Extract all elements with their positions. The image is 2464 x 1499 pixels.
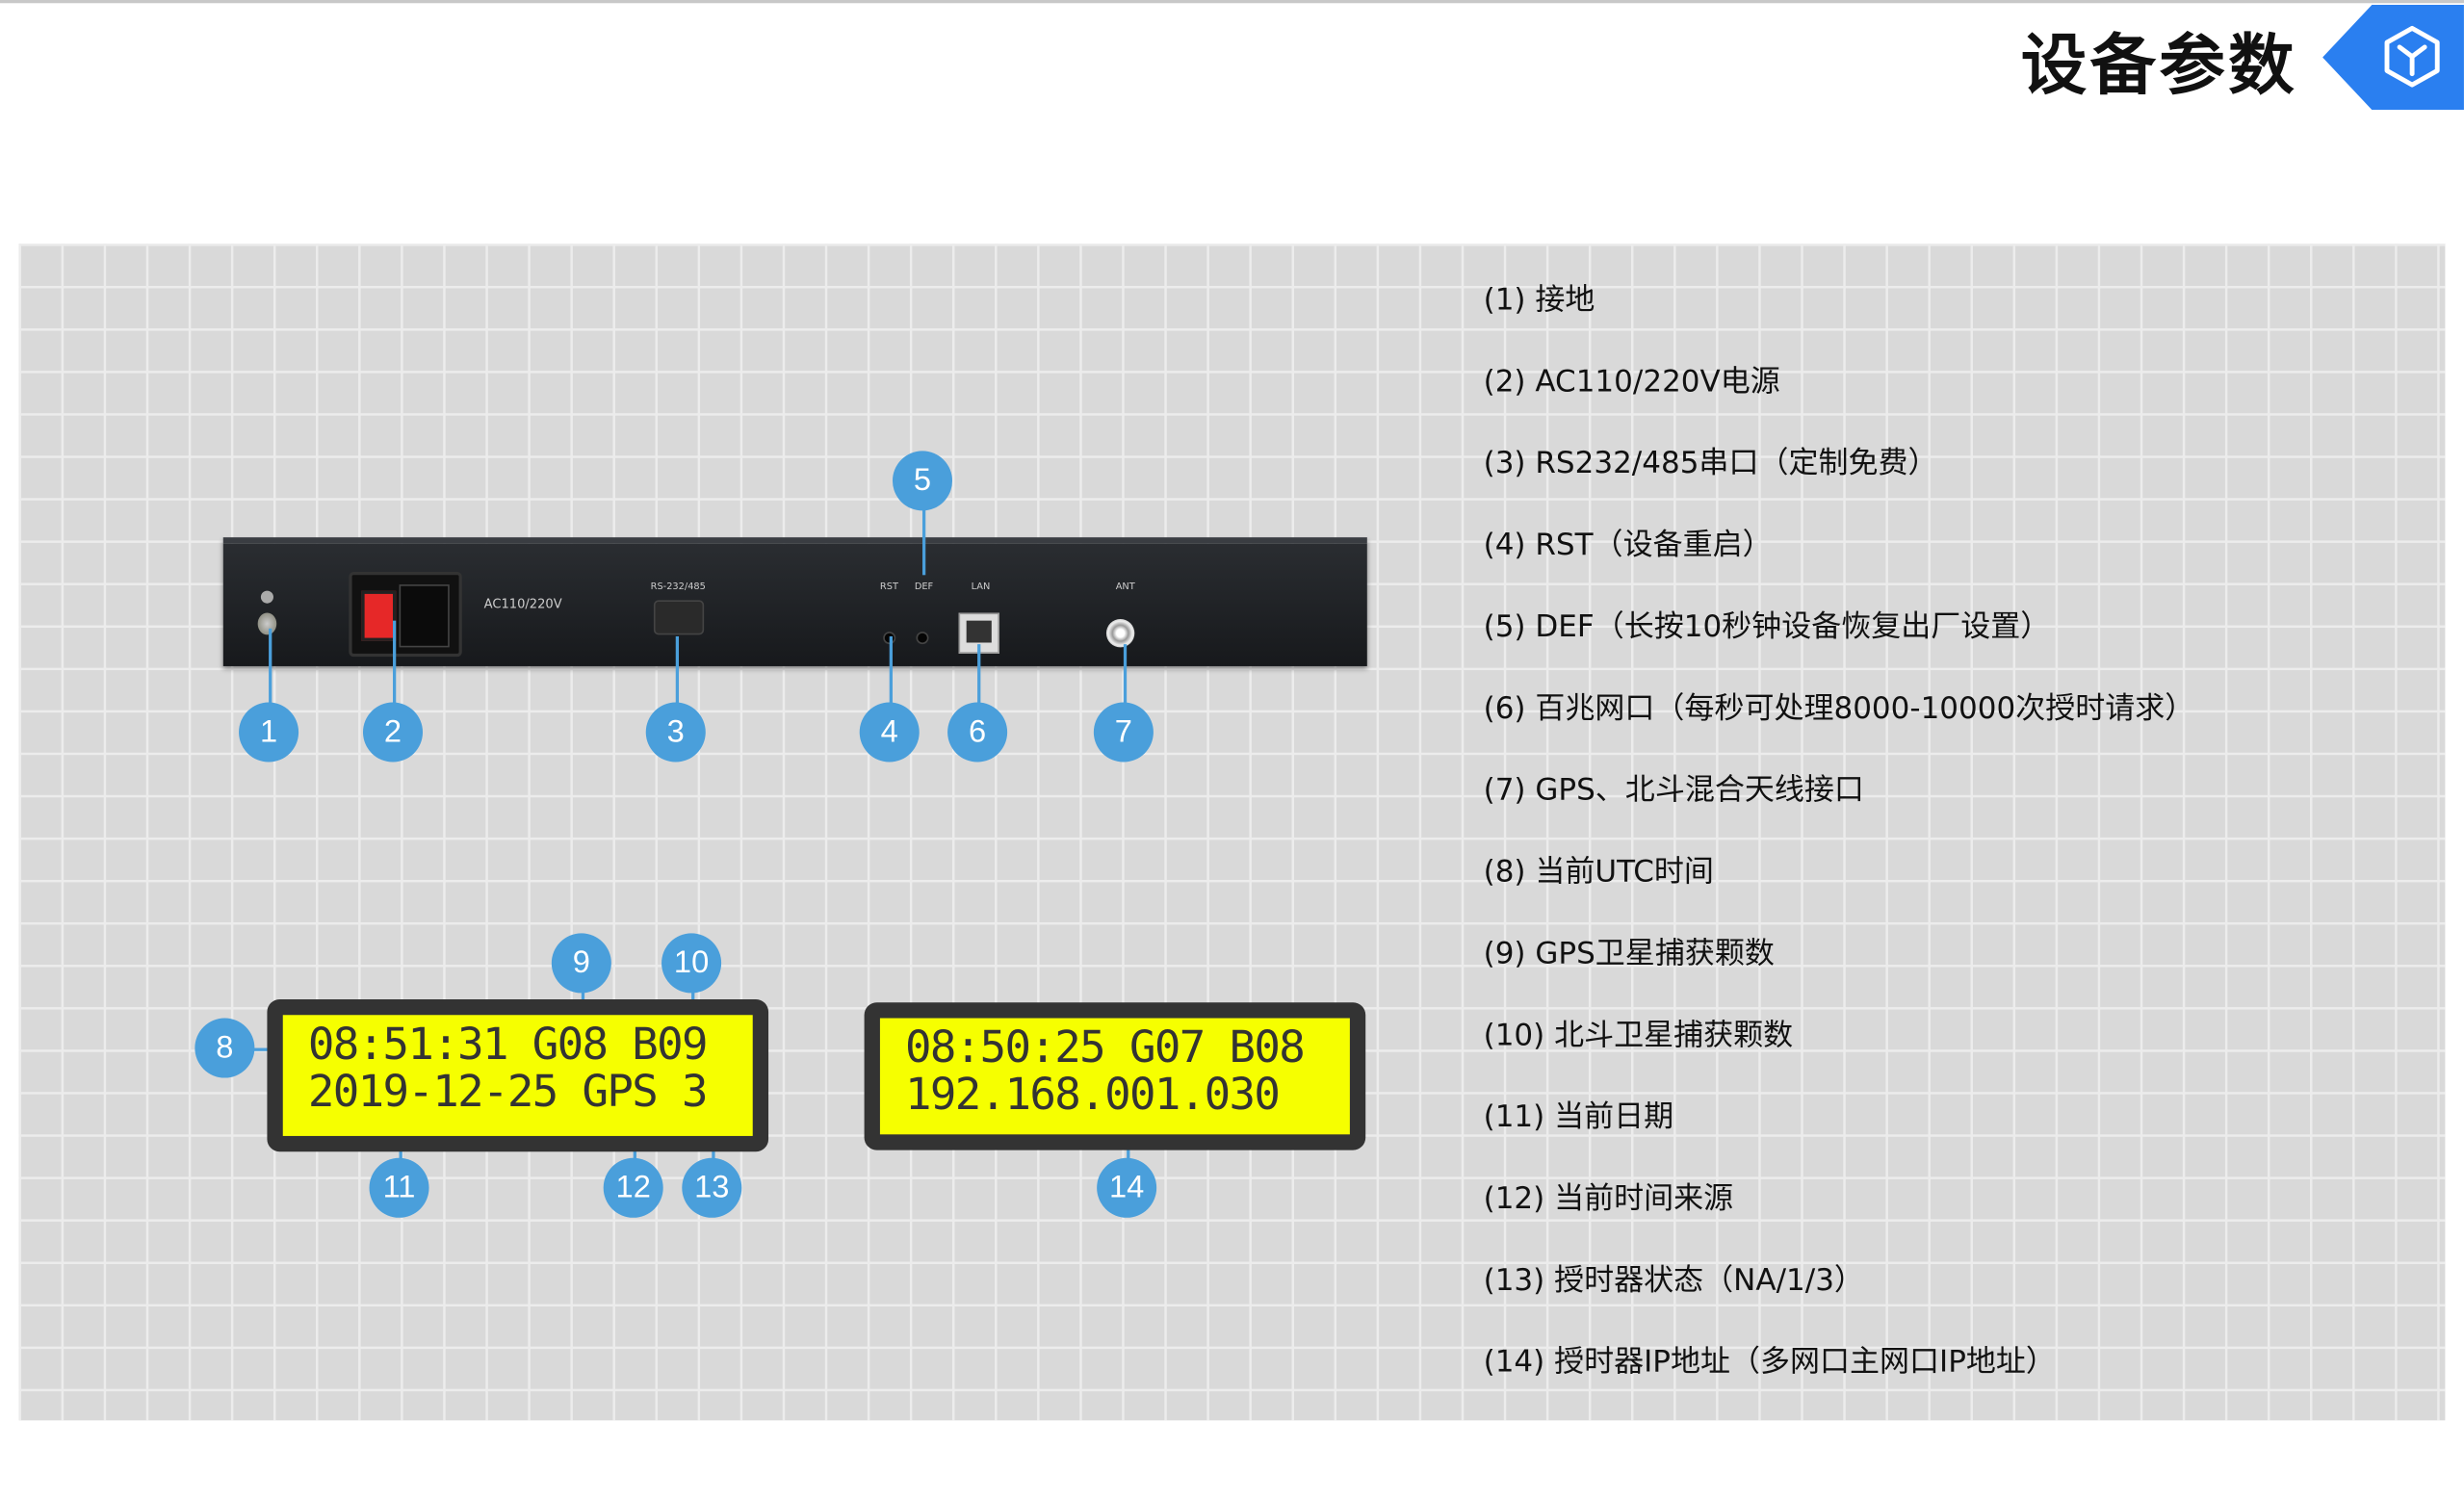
list-item: (12) 当前时间来源 — [1483, 1181, 1734, 1217]
list-item: (13) 授时器状态（NA/1/3） — [1483, 1263, 1864, 1299]
list-item: (10) 北斗卫星捕获颗数 — [1483, 1018, 1794, 1053]
callout-7: 7 — [1093, 702, 1154, 762]
list-item: (9) GPS卫星捕获颗数 — [1483, 936, 1775, 971]
leader-line — [393, 620, 396, 705]
power-inlet — [399, 584, 450, 648]
ground-terminal — [257, 612, 277, 635]
list-item: (1) 接地 — [1483, 282, 1595, 318]
callout-10: 10 — [661, 933, 722, 994]
def-label: DEF — [914, 581, 934, 593]
callout-1: 1 — [239, 702, 299, 762]
callout-12: 12 — [603, 1157, 663, 1218]
parameter-list: (1) 接地 (2) AC110/220V电源 (3) RS232/485串口（… — [1484, 276, 2195, 1420]
serial-port — [653, 600, 705, 635]
callout-4: 4 — [859, 702, 920, 762]
list-item: (14) 授时器IP地址（多网口主网口IP地址） — [1483, 1344, 2056, 1380]
callout-2: 2 — [362, 702, 424, 762]
callout-8: 8 — [195, 1018, 255, 1078]
lcd-line-1: 08:50:25 G07 B08 — [905, 1021, 1306, 1073]
leader-line — [1123, 644, 1127, 705]
leader-line — [921, 508, 925, 576]
ground-indicator — [260, 590, 273, 604]
top-divider — [0, 0, 2464, 4]
page-title: 设备参数 — [2020, 26, 2298, 104]
list-item: (5) DEF（长按10秒钟设备恢复出厂设置） — [1483, 609, 2051, 645]
lcd-line-2: 2019-12-25 GPS 3 — [307, 1065, 709, 1118]
list-item: (11) 当前日期 — [1483, 1099, 1674, 1135]
callout-9: 9 — [551, 933, 611, 994]
section-tag — [2322, 4, 2464, 111]
ant-label: ANT — [1115, 581, 1135, 593]
antenna-connector — [1105, 619, 1135, 648]
callout-5: 5 — [892, 451, 952, 511]
list-item: (8) 当前UTC时间 — [1483, 854, 1714, 890]
power-label: AC110/220V — [483, 597, 562, 611]
def-button — [916, 632, 929, 645]
leader-line — [269, 628, 272, 705]
lcd-line-1: 08:51:31 G08 B09 — [307, 1018, 709, 1071]
lan-label: LAN — [971, 581, 991, 593]
device-rear-panel: AC110/220V RS-232/485 RST DEF LAN ANT — [222, 537, 1367, 666]
callout-11: 11 — [369, 1157, 429, 1218]
list-item: (7) GPS、北斗混合天线接口 — [1483, 772, 1864, 808]
cube-icon — [2384, 25, 2440, 88]
callout-13: 13 — [682, 1157, 742, 1218]
power-switch — [361, 590, 397, 641]
callout-6: 6 — [947, 702, 1008, 762]
list-item: (3) RS232/485串口（定制免费） — [1483, 446, 1938, 481]
serial-label: RS-232/485 — [650, 581, 706, 593]
list-item: (6) 百兆网口（每秒可处理8000-10000次授时请求） — [1483, 691, 2195, 726]
parameters-panel — [18, 243, 2446, 1421]
list-item: (2) AC110/220V电源 — [1483, 364, 1780, 400]
leader-line — [889, 635, 893, 705]
leader-line — [675, 635, 679, 705]
list-item: (4) RST（设备重启） — [1483, 528, 1773, 563]
power-module — [349, 572, 462, 658]
rst-label: RST — [879, 581, 898, 593]
lcd-line-2: 192.168.001.030 — [905, 1068, 1281, 1121]
callout-14: 14 — [1097, 1157, 1157, 1218]
callout-3: 3 — [645, 702, 706, 762]
leader-line — [977, 644, 980, 705]
